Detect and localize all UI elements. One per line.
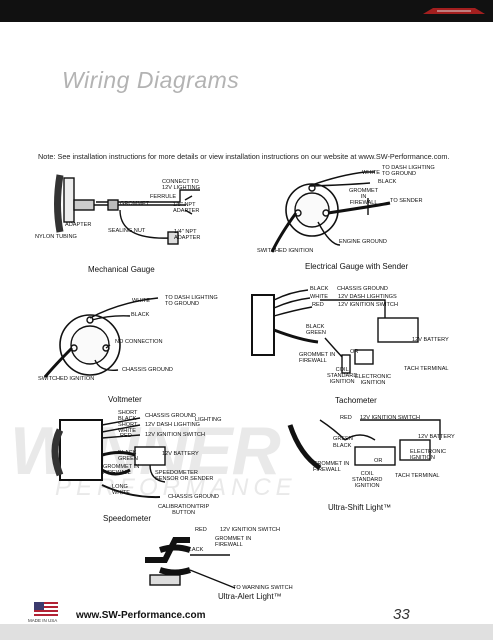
shift-tach-label: TACH TERMINAL [395,473,440,479]
speed-blackgreen-label: BLACK GREEN [118,450,138,462]
volt-noconn-label: NO CONNECTION [115,339,163,345]
mech-grommet-label: GROMMET [120,201,150,207]
footer-bar [0,624,493,640]
tach-grommet-label: GROMMET IN FIREWALL [299,352,336,364]
shift-caption: Ultra-Shift Light™ [328,503,392,512]
alert-caption: Ultra-Alert Light™ [218,592,282,601]
speed-lighting-label: LIGHTING [195,417,222,423]
elec-engine-label: ENGINE GROUND [339,239,387,245]
shift-coil-label: COIL STANDARD IGNITION [352,471,383,489]
page-title: Wiring Diagrams [62,67,240,93]
speed-calibration-label: CALIBRATION/TRIP BUTTON [158,504,210,516]
volt-caption: Voltmeter [108,395,142,404]
alert-warning-label: TO WARNING SWITCH [233,585,293,591]
alert-black-label: BLACK [185,547,204,553]
speed-sensor-label: SPEEDOMETER SENSOR OR SENDER [155,470,214,482]
speed-battery-label: 12V BATTERY [162,451,199,457]
made-in-usa: MADE IN USA [28,618,58,623]
elec-dash-label: TO DASH LIGHTING TO GROUND [382,165,435,177]
speed-dash-label: 12V DASH LIGHTING [145,422,201,428]
volt-chassis-label: CHASSIS GROUND [122,367,173,373]
elec-sender-label: TO SENDER [390,198,423,204]
tach-or-label: OR [350,349,359,355]
volt-white-label: WHITE [132,298,151,304]
volt-switched-label: SWITCHED IGNITION [38,376,95,382]
mech-npt18-label: 1/8" NPT ADAPTER [173,202,200,214]
usa-flag-icon [34,602,58,616]
mech-npt14-label: 1/4" NPT ADAPTER [174,229,201,241]
speed-shortblack-label: SHORT BLACK [118,410,138,422]
tach-electronic-label: ELECTRONIC IGNITION [355,374,392,386]
alert-ign-label: 12V IGNITION SWITCH [220,527,280,533]
elec-caption: Electrical Gauge with Sender [305,262,409,271]
elec-grommet-label: GROMMET IN FIREWALL [349,188,379,206]
mech-nylon-label: NYLON TUBING [35,234,77,240]
tach-coil-label: COIL STANDARD IGNITION [327,367,358,385]
tach-battery-label: 12V BATTERY [412,337,449,343]
mech-adapter-label: ADAPTER [65,222,92,228]
speed-chassis-label: CHASSIS GROUND [145,413,196,419]
shift-green-label: GREEN [333,436,353,442]
tach-chassis-label: CHASSIS GROUND [337,286,388,292]
volt-dash-label: TO DASH LIGHTING TO GROUND [165,295,218,307]
mech-sealing-label: SEALING NUT [108,228,146,234]
speed-ign-label: 12V IGNITION SWITCH [145,432,205,438]
top-bar [0,0,493,22]
elec-black-label: BLACK [378,179,397,185]
speed-red-label: RED [120,433,132,439]
shift-black-label: BLACK [333,443,352,449]
speed-longwhite-label: LONG WHITE [112,484,131,496]
speed-shortwhite-label: SHORT WHITE [118,422,138,434]
tach-ign-label: 12V IGNITION SWITCH [338,302,398,308]
mech-caption: Mechanical Gauge [88,265,155,274]
shift-grommet-label: GROMMET IN FIREWALL [313,461,350,473]
install-note: Note: See installation instructions for … [38,152,450,161]
mech-connect-label: CONNECT TO 12V LIGHTING [162,179,200,191]
website-link[interactable]: www.SW-Performance.com [76,610,206,621]
alert-red-label: RED [195,527,207,533]
shift-ign-label: 12V IGNITION SWITCH [360,415,420,421]
volt-black-label: BLACK [131,312,150,318]
tach-red-label: RED [312,302,324,308]
page-number: 33 [393,606,410,623]
tach-blackgreen-label: BLACK GREEN [306,324,326,336]
elec-switched-label: SWITCHED IGNITION [257,248,314,254]
mech-ferrule-label: FERRULE [150,194,177,200]
tach-tach-label: TACH TERMINAL [404,366,449,372]
speed-chassis2-label: CHASSIS GROUND [168,494,219,500]
speed-caption: Speedometer [103,514,152,523]
speed-grommet-label: GROMMET IN FIREWALL [103,464,140,476]
tach-white-label: WHITE [310,294,329,300]
shift-electronic-label: ELECTRONIC IGNITION [410,449,447,461]
tach-dash-label: 12V DASH LIGHTINGS [338,294,397,300]
shift-battery-label: 12V BATTERY [418,434,455,440]
shift-or-label: OR [374,458,383,464]
winner-logo-icon [423,6,485,16]
tach-caption: Tachometer [335,396,377,405]
alert-grommet-label: GROMMET IN FIREWALL [215,536,252,548]
shift-red-label: RED [340,415,352,421]
elec-white-label: WHITE [362,170,381,176]
tach-black-label: BLACK [310,286,329,292]
